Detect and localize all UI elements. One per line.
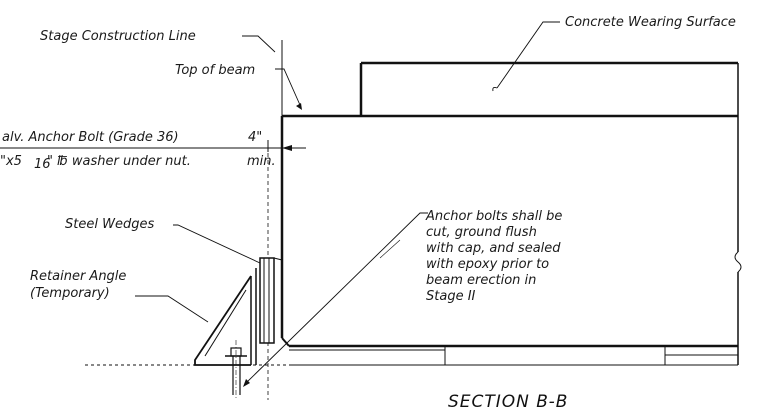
dimension-value: 4" xyxy=(248,130,262,145)
retainer-temporary-label: (Temporary) xyxy=(30,286,110,301)
cap-bearing-pad xyxy=(85,346,738,366)
washer-label-a: "x5 xyxy=(0,154,22,169)
anchor-bolt-note: Anchor bolts shall be cut, ground flush … xyxy=(425,209,562,304)
washer-label-b: " ℔ washer under nut. xyxy=(47,154,191,169)
stage-construction-line-label: Stage Construction Line xyxy=(40,29,196,44)
concrete-wearing-surface xyxy=(359,61,738,116)
anchor-bolt xyxy=(225,340,247,400)
wearing-surface-label: Concrete Wearing Surface xyxy=(565,15,736,30)
note-line: with cap, and sealed xyxy=(426,241,561,256)
note-line: with epoxy prior to xyxy=(426,257,549,272)
stage-construction-line xyxy=(267,40,283,400)
note-line: Stage II xyxy=(426,289,476,304)
dimension-4in xyxy=(0,140,306,152)
note-line: beam erection in xyxy=(426,273,536,288)
washer-label-sub: 16 xyxy=(34,157,51,172)
top-of-beam-label: Top of beam xyxy=(175,63,255,78)
retainer-angle xyxy=(194,275,252,366)
anchor-bolt-label: alv. Anchor Bolt (Grade 36) xyxy=(2,130,179,145)
leader-lines xyxy=(135,21,560,387)
steel-wedges xyxy=(250,257,283,365)
note-line: cut, ground flush xyxy=(426,225,537,240)
section-title: SECTION B-B xyxy=(448,392,568,412)
note-line: Anchor bolts shall be xyxy=(425,209,562,224)
beam xyxy=(280,63,742,365)
steel-wedges-label: Steel Wedges xyxy=(65,217,154,232)
retainer-angle-label: Retainer Angle xyxy=(30,269,126,284)
dimension-min: min. xyxy=(247,154,276,169)
